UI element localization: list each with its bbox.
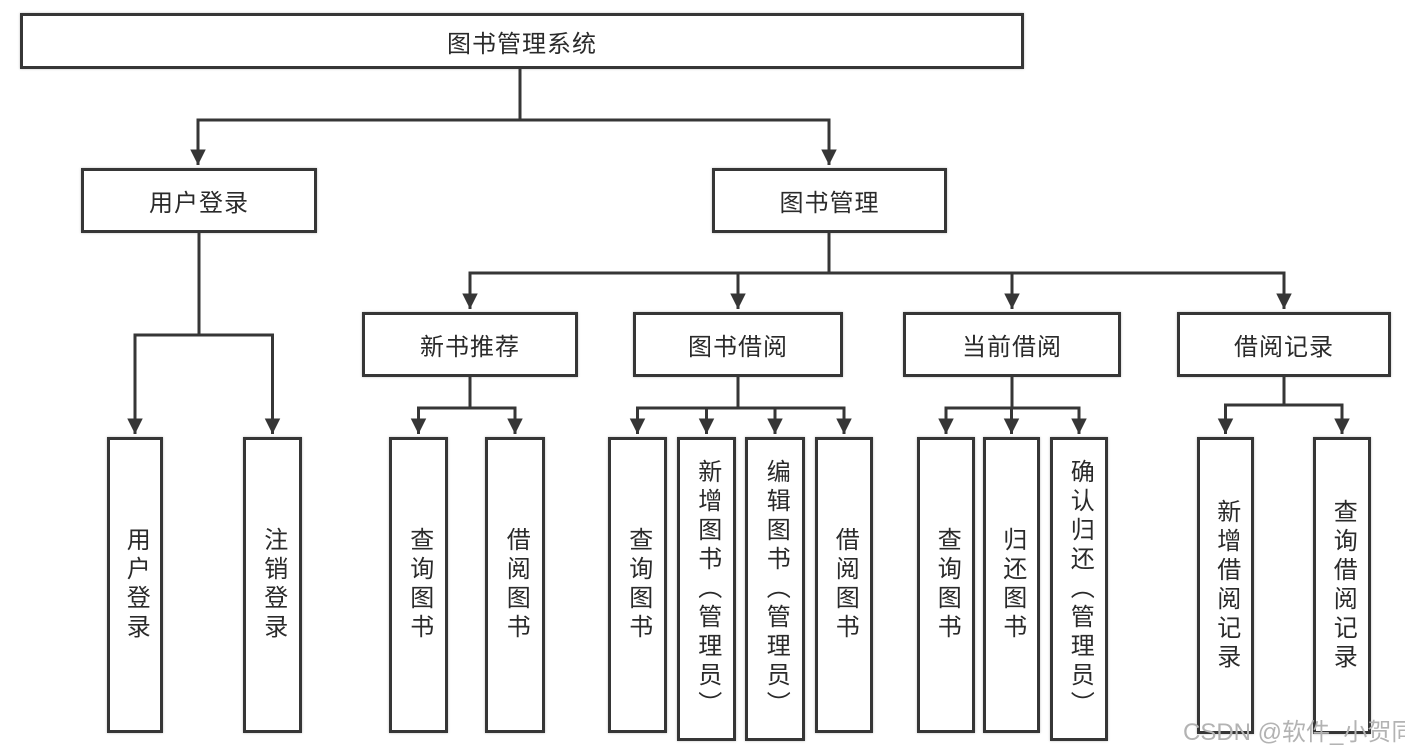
node-new-book-recommend: 新书推荐 bbox=[362, 312, 578, 377]
node-current-borrowing-label: 当前借阅 bbox=[962, 334, 1062, 361]
leaf-current-query-books: 查询图书 bbox=[917, 437, 975, 733]
leaf-return-books-label: 归还图书 bbox=[998, 527, 1026, 643]
leaf-edit-book-admin: 编辑图书（管理员） bbox=[745, 437, 805, 741]
node-user-login-label: 用户登录 bbox=[149, 190, 249, 217]
leaf-current-query-books-label: 查询图书 bbox=[933, 527, 961, 643]
node-borrowing-records: 借阅记录 bbox=[1177, 312, 1391, 377]
node-book-management-label: 图书管理 bbox=[779, 190, 880, 217]
leaf-recommend-query-books-label: 查询图书 bbox=[405, 527, 433, 643]
node-root: 图书管理系统 bbox=[20, 13, 1024, 69]
leaf-user-login: 用户登录 bbox=[107, 437, 163, 733]
node-book-borrowing: 图书借阅 bbox=[633, 312, 843, 377]
leaf-edit-book-admin-label: 编辑图书（管理员） bbox=[762, 458, 790, 720]
leaf-user-login-label: 用户登录 bbox=[122, 527, 150, 643]
leaf-borrowing-borrow-books: 借阅图书 bbox=[815, 437, 873, 733]
node-new-book-recommend-label: 新书推荐 bbox=[420, 334, 520, 361]
node-root-label: 图书管理系统 bbox=[447, 30, 597, 58]
leaf-borrowing-query-books: 查询图书 bbox=[608, 437, 667, 733]
node-borrowing-records-label: 借阅记录 bbox=[1234, 334, 1334, 361]
leaf-recommend-borrow-books-label: 借阅图书 bbox=[502, 527, 530, 643]
leaf-add-book-admin-label: 新增图书（管理员） bbox=[693, 458, 721, 720]
node-current-borrowing: 当前借阅 bbox=[903, 312, 1121, 377]
leaf-logout-label: 注销登录 bbox=[259, 527, 287, 643]
node-user-login: 用户登录 bbox=[81, 168, 317, 233]
leaf-add-book-admin: 新增图书（管理员） bbox=[677, 437, 736, 741]
leaf-confirm-return-admin: 确认归还（管理员） bbox=[1050, 437, 1108, 741]
leaf-query-borrow-record-label: 查询借阅记录 bbox=[1329, 498, 1357, 673]
leaf-confirm-return-admin-label: 确认归还（管理员） bbox=[1066, 458, 1094, 720]
leaf-borrowing-query-books-label: 查询图书 bbox=[624, 527, 652, 643]
leaf-add-borrow-record: 新增借阅记录 bbox=[1197, 437, 1254, 734]
leaf-return-books: 归还图书 bbox=[983, 437, 1040, 733]
leaf-recommend-borrow-books: 借阅图书 bbox=[485, 437, 545, 733]
leaf-recommend-query-books: 查询图书 bbox=[389, 437, 448, 733]
leaf-borrowing-borrow-books-label: 借阅图书 bbox=[831, 527, 859, 643]
leaf-query-borrow-record: 查询借阅记录 bbox=[1313, 437, 1371, 734]
node-book-management: 图书管理 bbox=[712, 168, 947, 233]
csdn-watermark: CSDN @软件_小贺同学 bbox=[1183, 719, 1405, 746]
node-book-borrowing-label: 图书借阅 bbox=[688, 334, 788, 361]
leaf-add-borrow-record-label: 新增借阅记录 bbox=[1212, 498, 1240, 673]
leaf-logout: 注销登录 bbox=[243, 437, 302, 733]
